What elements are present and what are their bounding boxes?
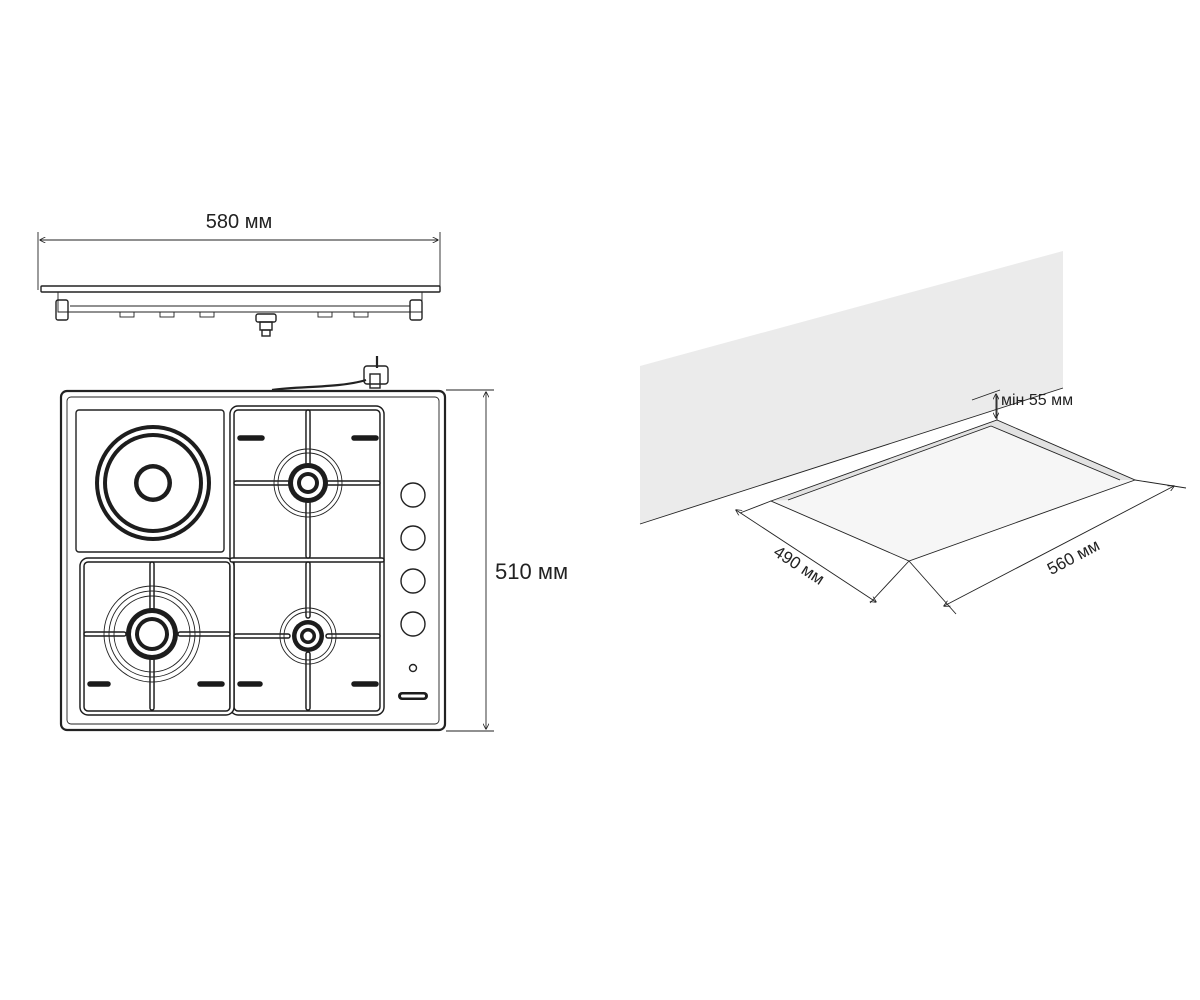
knob-icon[interactable]: [400, 525, 426, 551]
knob-icon[interactable]: [400, 568, 426, 594]
width-label: 580 мм: [206, 211, 272, 233]
top-view: 510 мм: [59, 356, 568, 732]
electric-hotplate-icon: [95, 425, 211, 541]
control-knobs: [398, 482, 428, 700]
indicator-light-icon: [408, 663, 418, 673]
hob-top-plate: [40, 285, 441, 293]
pan-support-grates: [79, 405, 385, 716]
depth-label: 510 мм: [495, 559, 568, 584]
knob-icon[interactable]: [400, 611, 426, 637]
gas-burner-large-icon: [103, 585, 201, 683]
cutout-depth-label: 490 мм: [770, 542, 828, 589]
cutout-depth-dimension-line: [736, 510, 876, 602]
cutout-width-label: 560 мм: [1044, 536, 1103, 579]
min-gap-label: мін 55 мм: [1001, 392, 1073, 409]
installation-diagram: мін 55 мм 490 мм 560 мм: [639, 251, 1187, 615]
gas-burner-small-icon: [279, 607, 337, 665]
hob-frame: [59, 389, 447, 732]
foot-left: [55, 299, 69, 321]
foot-right: [409, 299, 423, 321]
wall: [640, 251, 1063, 524]
cutout-width-dimension-line: [944, 486, 1174, 606]
knob-icon[interactable]: [400, 482, 426, 508]
power-plug-icon: [271, 356, 389, 392]
gas-connector-icon: [255, 313, 277, 337]
gas-burner-medium-icon: [273, 448, 343, 518]
side-view: 580 мм: [37, 211, 441, 337]
